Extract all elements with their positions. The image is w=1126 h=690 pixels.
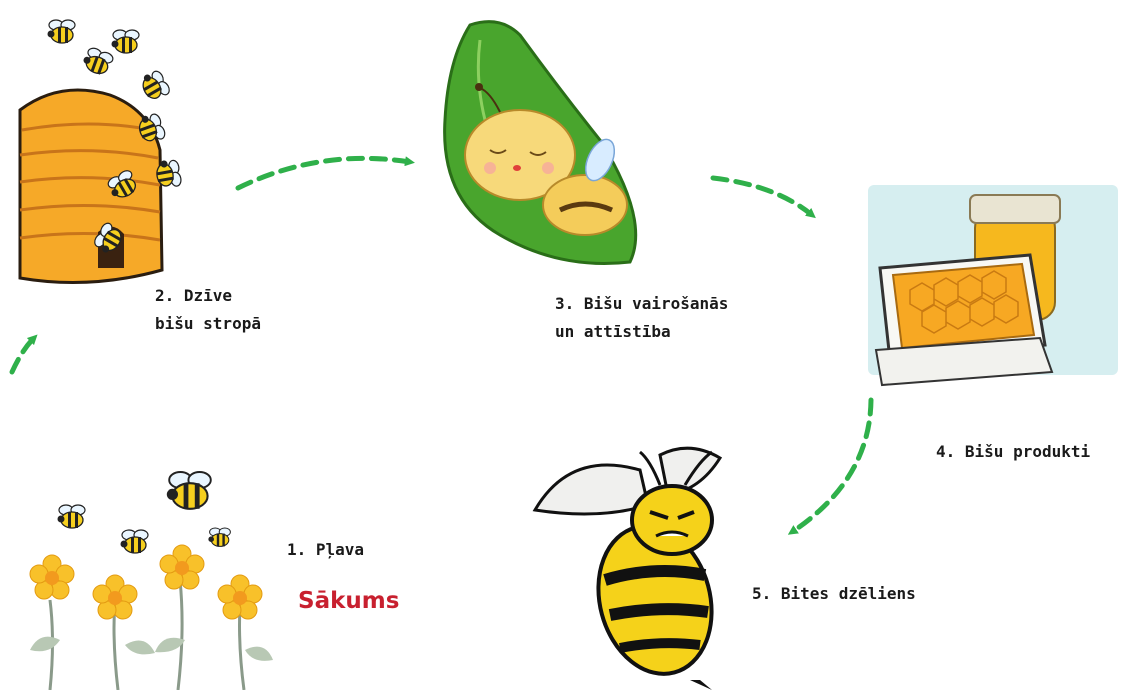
- arrow-4-to-5: [792, 400, 871, 532]
- step-2-line-2: bišu stropā: [155, 310, 261, 338]
- step-1-line-1: 1. Pļava: [287, 536, 364, 564]
- step-3-line-1: 3. Bišu vairošanās: [555, 290, 728, 318]
- angry-wasp-icon: [535, 448, 728, 690]
- bees-with-hive-icon: [20, 20, 182, 283]
- arrow-2-to-3: [238, 158, 410, 188]
- honey-jar-and-honeycomb-icon: [868, 185, 1118, 385]
- step-5-label[interactable]: 5. Bites dzēliens: [752, 580, 916, 608]
- flowers-with-bees-icon: [30, 472, 273, 690]
- step-2-label[interactable]: 2. Dzīve bišu stropā: [155, 282, 261, 338]
- step-3-label[interactable]: 3. Bišu vairošanās un attīstība: [555, 290, 728, 346]
- step-4-label[interactable]: 4. Bišu produkti: [936, 438, 1090, 466]
- step-2-line-1: 2. Dzīve: [155, 282, 261, 310]
- arrow-1-to-2: [12, 338, 34, 372]
- step-3-line-2: un attīstība: [555, 318, 728, 346]
- step-1-label[interactable]: 1. Pļava: [287, 536, 364, 564]
- step-4-line-1: 4. Bišu produkti: [936, 438, 1090, 466]
- arrow-3-to-4: [713, 178, 812, 215]
- sleeping-baby-bee-in-leaf-icon: [445, 22, 636, 264]
- step-5-line-1: 5. Bites dzēliens: [752, 580, 916, 608]
- start-label[interactable]: Sākums: [298, 588, 399, 614]
